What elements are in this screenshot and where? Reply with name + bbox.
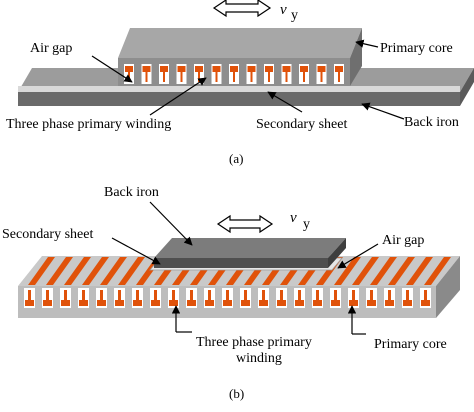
secondary-sheet-label-a: Secondary sheet bbox=[256, 117, 347, 132]
coil-conductor bbox=[142, 66, 151, 82]
coil-conductor bbox=[43, 290, 52, 306]
coil-conductor bbox=[195, 66, 203, 82]
coil-conductor bbox=[125, 66, 133, 82]
coil-top bbox=[64, 257, 91, 285]
winding-label-b-line2: winding bbox=[236, 351, 282, 366]
coil-conductor bbox=[265, 66, 273, 82]
coil-conductor bbox=[247, 66, 256, 82]
coil-conductor bbox=[282, 66, 291, 82]
back-iron-slab-front bbox=[18, 92, 460, 106]
velocity-symbol-a: v bbox=[280, 2, 287, 18]
coil-conductor bbox=[313, 290, 322, 306]
air-gap-label-b: Air gap bbox=[382, 233, 424, 248]
coil-top bbox=[28, 257, 55, 285]
coil-conductor bbox=[230, 66, 238, 82]
coil-top bbox=[424, 257, 451, 285]
coil-conductor bbox=[367, 290, 376, 306]
coil-conductor bbox=[403, 290, 412, 306]
back-iron-label-a: Back iron bbox=[404, 115, 459, 130]
coil-top bbox=[370, 257, 397, 285]
back-iron-pointer-b bbox=[149, 201, 193, 246]
primary-core-label-b: Primary core bbox=[374, 337, 447, 352]
back-iron-pointer-a bbox=[361, 102, 405, 120]
coil-conductor bbox=[335, 66, 343, 82]
coil-top bbox=[334, 257, 361, 285]
coil-conductor bbox=[259, 290, 268, 306]
coil-conductor bbox=[205, 290, 214, 306]
winding-pointer-a bbox=[149, 77, 207, 116]
coil-conductor bbox=[385, 290, 394, 306]
panel-a: v y Air gap Primary core Three phase pri… bbox=[6, 0, 474, 166]
coil-conductor bbox=[223, 290, 232, 306]
coil-top bbox=[100, 257, 127, 285]
air-gap-pointer-b bbox=[337, 243, 379, 269]
coil-conductor bbox=[61, 290, 70, 306]
caption-b: (b) bbox=[229, 386, 244, 401]
velocity-axis-b: y bbox=[303, 217, 310, 232]
coil-conductor bbox=[241, 290, 250, 306]
back-iron-b-front bbox=[154, 258, 328, 268]
coil-conductor bbox=[421, 290, 430, 306]
coil-conductor bbox=[133, 290, 142, 306]
coil-conductor bbox=[151, 290, 160, 306]
double-arrow-icon bbox=[212, 0, 272, 18]
back-iron-label-b: Back iron bbox=[104, 185, 159, 200]
coil-conductor bbox=[317, 66, 326, 82]
panel-b: v y Back iron Secondary sheet Air gap Th… bbox=[2, 185, 460, 401]
caption-a: (a) bbox=[229, 151, 243, 166]
coil-conductor bbox=[277, 290, 286, 306]
coil-top bbox=[46, 257, 73, 285]
coil-top bbox=[388, 257, 415, 285]
primary-winding-a bbox=[124, 64, 344, 84]
coil-conductor bbox=[187, 290, 196, 306]
winding-label-a: Three phase primary winding bbox=[6, 117, 171, 132]
air-gap-pointer-a bbox=[91, 55, 133, 83]
coil-conductor bbox=[115, 290, 124, 306]
coil-conductor bbox=[300, 66, 308, 82]
coil-top bbox=[118, 257, 145, 285]
double-arrow-icon bbox=[216, 214, 274, 234]
primary-winding-b bbox=[24, 288, 431, 308]
coil-conductor bbox=[177, 66, 186, 82]
velocity-symbol-b: v bbox=[290, 210, 297, 226]
primary-core-pointer-a bbox=[355, 39, 379, 48]
primary-core-label-a: Primary core bbox=[380, 41, 453, 56]
coil-conductor bbox=[25, 290, 34, 306]
air-gap-label-a: Air gap bbox=[30, 41, 72, 56]
coil-top bbox=[82, 257, 109, 285]
velocity-axis-a: y bbox=[291, 8, 298, 23]
coil-conductor bbox=[97, 290, 106, 306]
back-iron-slab-side bbox=[460, 68, 474, 106]
coil-conductor bbox=[212, 66, 221, 82]
secondary-sheet-pointer-a bbox=[267, 91, 303, 113]
coil-conductor bbox=[331, 290, 340, 306]
coil-conductor bbox=[349, 290, 358, 306]
primary-core-b-side bbox=[436, 256, 460, 318]
coil-conductor bbox=[169, 290, 178, 306]
coil-top bbox=[352, 257, 379, 285]
coil-conductor bbox=[79, 290, 88, 306]
coil-conductor bbox=[160, 66, 168, 82]
back-iron-b-side bbox=[328, 238, 346, 268]
secondary-sheet-pointer-b bbox=[111, 237, 161, 265]
winding-label-b-line1: Three phase primary bbox=[196, 335, 312, 350]
primary-core-a-top bbox=[118, 28, 362, 58]
back-iron-b-top bbox=[154, 238, 346, 258]
coil-top bbox=[406, 257, 433, 285]
coil-conductor bbox=[295, 290, 304, 306]
secondary-sheet-a bbox=[18, 86, 460, 92]
secondary-sheet-label-b: Secondary sheet bbox=[2, 227, 93, 242]
